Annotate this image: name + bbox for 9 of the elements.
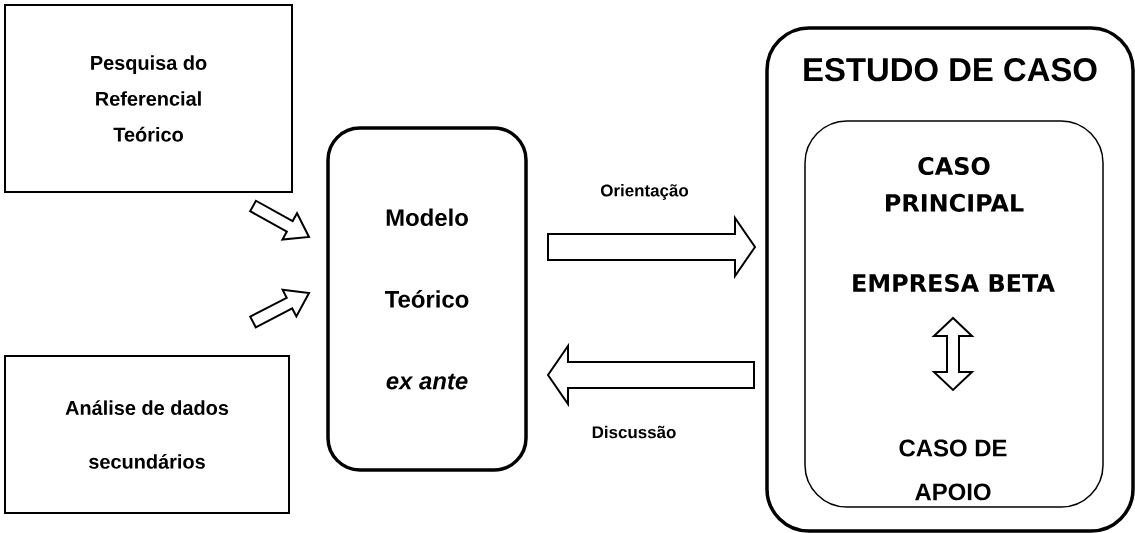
block-arrow [546,342,755,408]
model-box: Modelo Teórico ex ante [326,126,528,472]
edge-label: Orientação [600,184,689,200]
edge-label: Discussão [592,425,676,439]
case-name: EMPRESA BETA [853,273,1055,293]
case-label: CASO DE APOIO [899,439,1007,501]
text-box: Análise de dados secundários [4,355,290,514]
block-arrow [547,214,757,280]
text-box: Pesquisa do Referencial Teórico [4,4,293,193]
